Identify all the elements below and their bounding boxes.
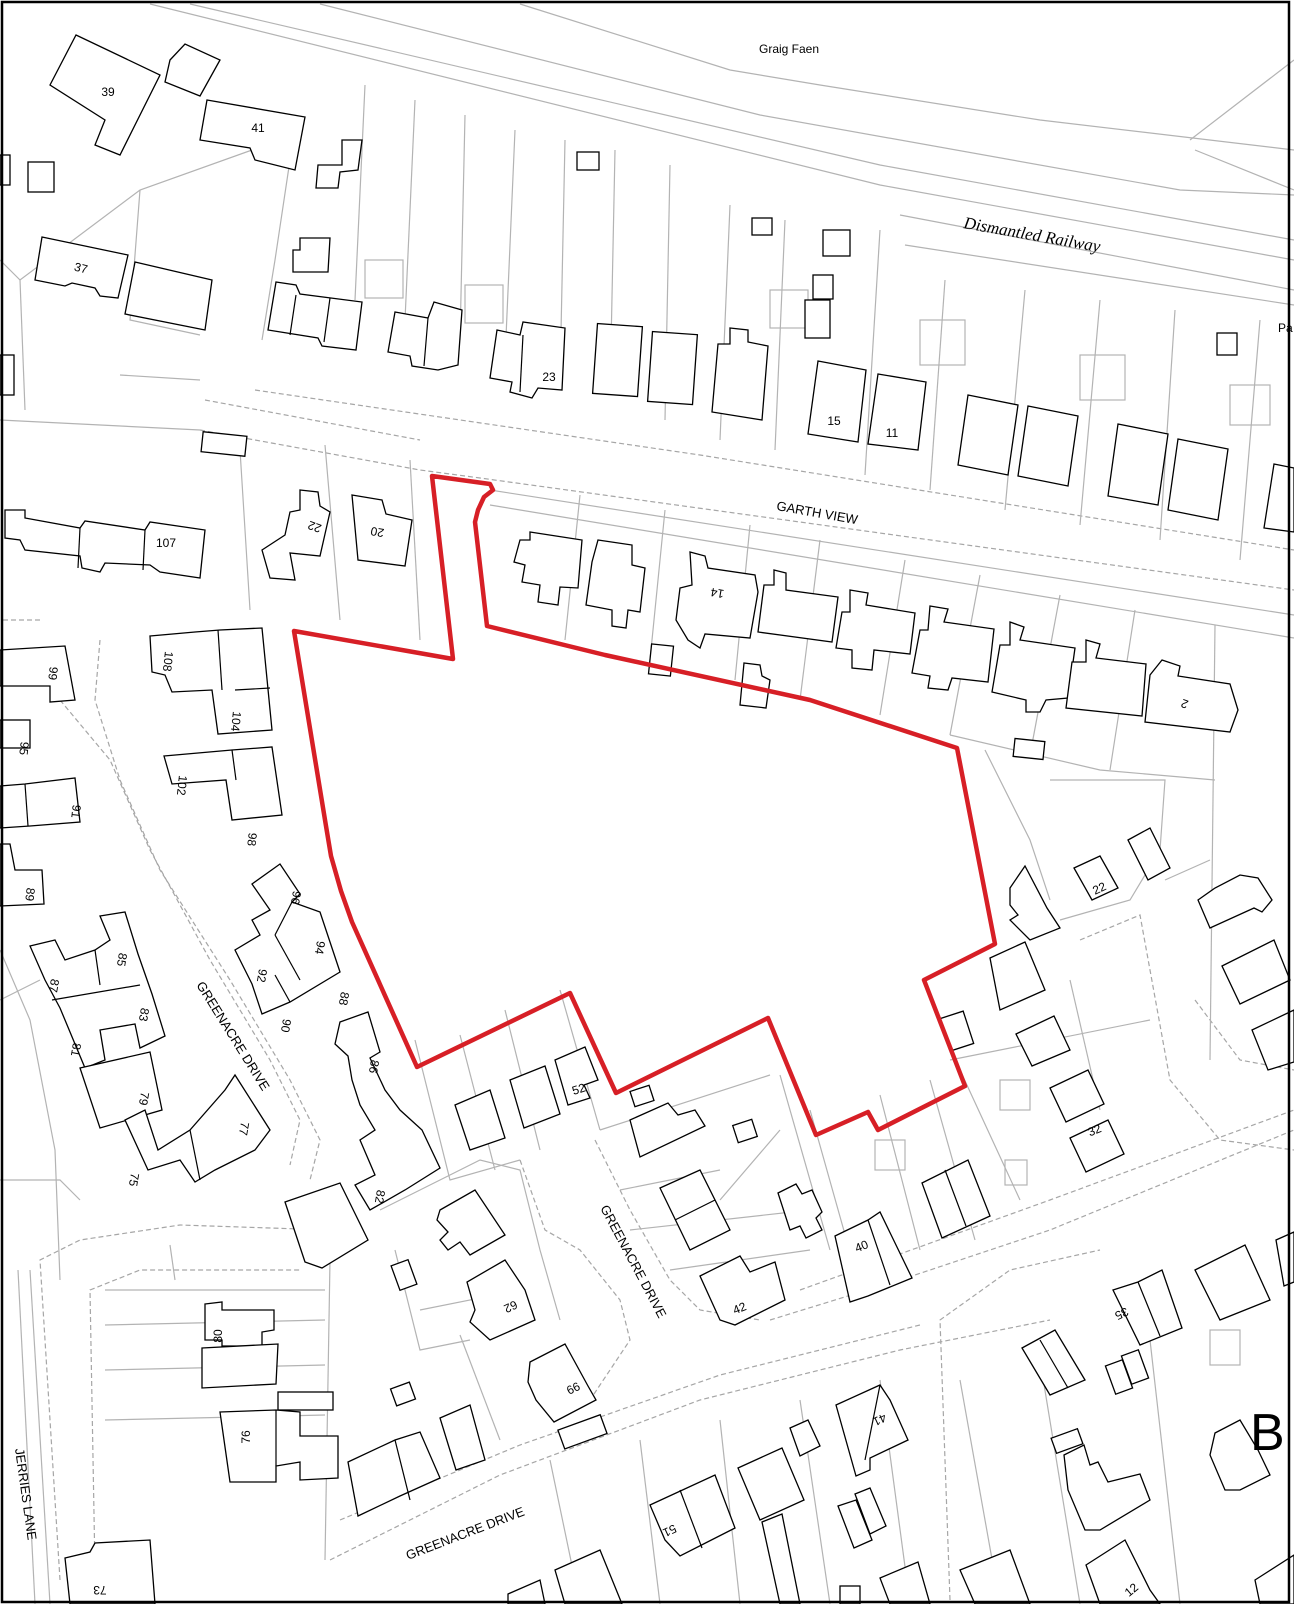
buildings bbox=[0, 34, 1294, 1604]
house-number: 91 bbox=[68, 804, 83, 819]
railway-label: Dismantled Railway bbox=[961, 213, 1102, 256]
house-number: 88 bbox=[336, 991, 352, 1007]
house-number: 51 bbox=[660, 1521, 678, 1539]
house-number: 76 bbox=[239, 1430, 253, 1444]
house-number: 80 bbox=[211, 1329, 225, 1343]
outbuildings bbox=[364, 259, 1271, 1366]
house-number: 86 bbox=[366, 1059, 382, 1075]
house-number: 2 bbox=[1179, 696, 1190, 712]
house-number: 81 bbox=[68, 1042, 84, 1058]
house-number: 52 bbox=[570, 1080, 587, 1098]
house-number: 94 bbox=[312, 940, 328, 956]
house-number: 41 bbox=[870, 1410, 888, 1428]
house-number: 92 bbox=[254, 968, 270, 984]
house-number: 35 bbox=[1112, 1304, 1130, 1322]
house-number: 107 bbox=[156, 536, 176, 550]
house-number: 14 bbox=[709, 585, 725, 601]
house-number: 40 bbox=[853, 1237, 871, 1255]
house-number: 108 bbox=[160, 651, 176, 673]
house-number: 75 bbox=[126, 1172, 142, 1188]
house-number: 22 bbox=[306, 518, 324, 536]
house-number: 37 bbox=[73, 260, 90, 277]
house-number: 82 bbox=[372, 1189, 388, 1205]
road-label-greenacre-drive-south: GREENACRE DRIVE bbox=[404, 1504, 527, 1563]
house-number: 42 bbox=[731, 1299, 749, 1317]
road-label-garth-view: GARTH VIEW bbox=[775, 498, 859, 527]
house-number: 20 bbox=[369, 524, 385, 540]
house-number: 102 bbox=[174, 775, 190, 797]
house-number: 83 bbox=[136, 1007, 152, 1023]
house-number: 32 bbox=[1086, 1121, 1104, 1139]
house-number: 62 bbox=[501, 1297, 519, 1315]
house-number: 23 bbox=[542, 370, 556, 384]
house-number: 41 bbox=[251, 121, 265, 135]
house-number: 73 bbox=[93, 1583, 107, 1597]
house-number: 85 bbox=[114, 952, 130, 968]
house-number: 98 bbox=[244, 832, 259, 847]
house-number: 79 bbox=[136, 1091, 152, 1107]
house-number: 11 bbox=[886, 426, 899, 440]
house-number: 89 bbox=[22, 887, 37, 902]
house-number: 77 bbox=[236, 1121, 252, 1137]
house-number: 87 bbox=[46, 978, 62, 994]
house-number: 96 bbox=[288, 890, 304, 906]
house-number: 104 bbox=[228, 711, 244, 733]
place-label-b: B bbox=[1250, 1404, 1285, 1462]
site-boundary bbox=[291, 473, 998, 1138]
place-label-graig-faen: Graig Faen bbox=[759, 42, 819, 56]
house-number: 95 bbox=[16, 741, 31, 756]
house-number: 39 bbox=[101, 85, 115, 99]
house-number: 15 bbox=[827, 414, 841, 428]
place-label-pa: Pa bbox=[1278, 321, 1293, 335]
house-number: 90 bbox=[278, 1018, 294, 1034]
road-label-jerries-lane: JERRIES LANE bbox=[12, 1447, 40, 1541]
house-number: 22 bbox=[1090, 879, 1108, 897]
road-network bbox=[0, 3, 1294, 1604]
house-number: 66 bbox=[564, 1379, 582, 1397]
house-number: 99 bbox=[45, 666, 60, 681]
